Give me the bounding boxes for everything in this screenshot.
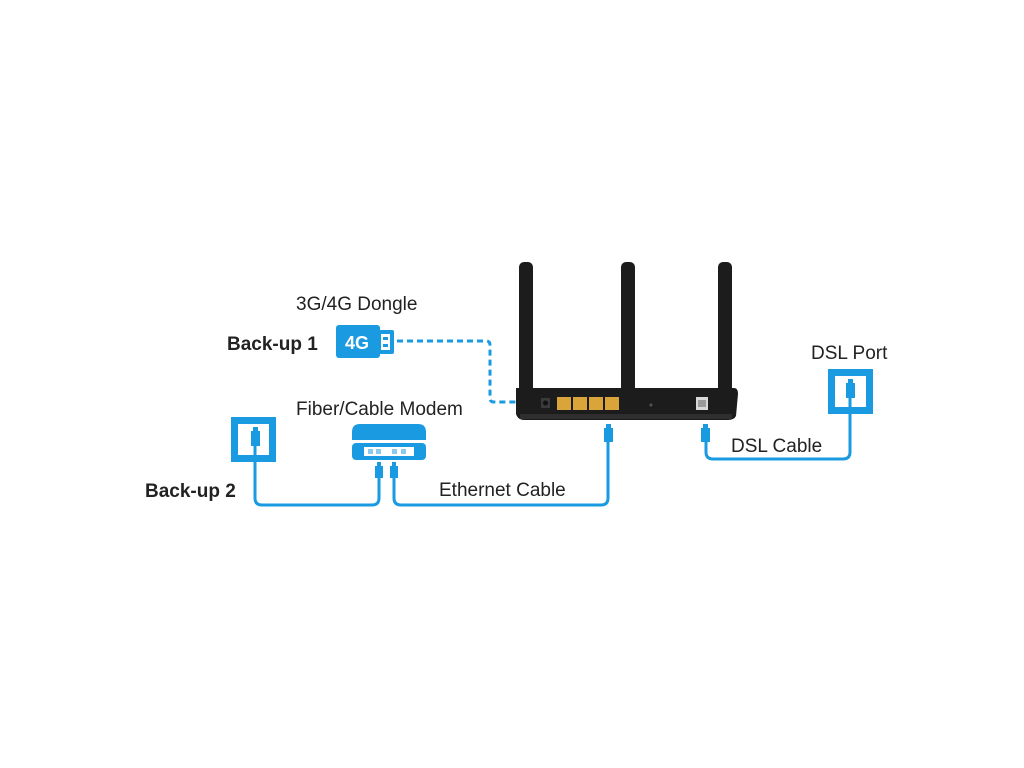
dongle-label: 3G/4G Dongle xyxy=(296,294,417,315)
dongle-dashed-link xyxy=(397,339,516,404)
router-base-ribs xyxy=(520,414,732,419)
router-dsl-port-inner xyxy=(698,400,706,407)
ethernet-cable xyxy=(392,440,610,507)
dsl-port-label: DSL Port xyxy=(811,343,888,364)
backup2-label: Back-up 2 xyxy=(145,481,236,502)
router-antenna-left xyxy=(519,262,533,404)
lan-port-1 xyxy=(557,397,571,410)
lan-port-3 xyxy=(589,397,603,410)
dsl-cable xyxy=(704,398,852,461)
power-port-hole xyxy=(543,400,548,406)
router-antenna-middle xyxy=(621,262,635,404)
reset-hole xyxy=(649,403,653,407)
router-body xyxy=(516,388,738,420)
router-antenna-right xyxy=(718,262,732,404)
lan-port-2 xyxy=(573,397,587,410)
router xyxy=(516,262,738,420)
lan-port-4 xyxy=(605,397,619,410)
modem-icon xyxy=(352,424,426,478)
backup2-cable xyxy=(253,446,381,507)
dsl-plug-router xyxy=(701,424,710,442)
ethernet-plug-router xyxy=(604,424,613,442)
dsl-cable-label: DSL Cable xyxy=(731,436,822,457)
usb-4g-dongle-icon: 4G xyxy=(336,325,394,358)
ethernet-cable-label: Ethernet Cable xyxy=(439,480,566,501)
backup1-label: Back-up 1 xyxy=(227,334,318,355)
dongle-badge-text: 4G xyxy=(345,333,369,353)
wall-dsl-port-icon xyxy=(828,369,873,414)
modem-label: Fiber/Cable Modem xyxy=(296,399,463,420)
